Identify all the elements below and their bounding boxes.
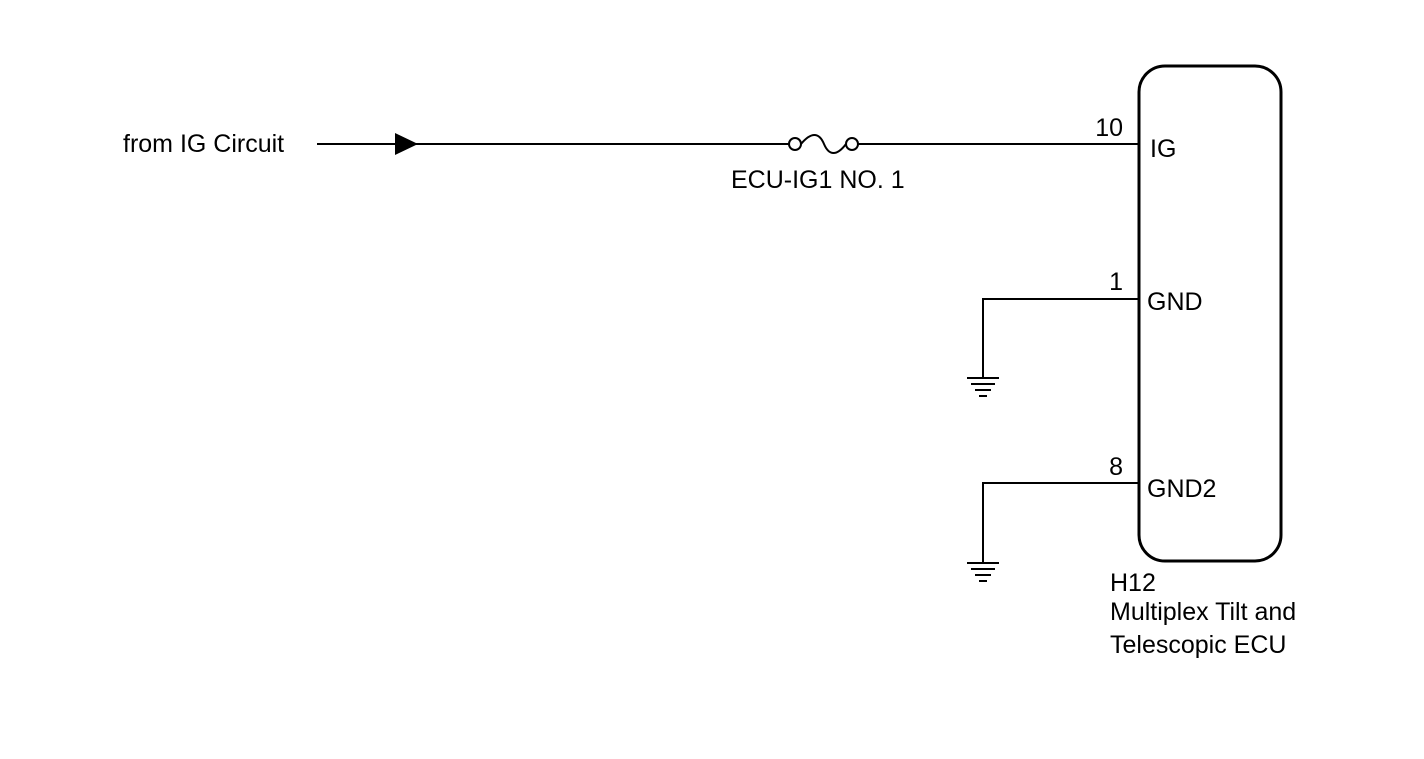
gnd2-wire: [982, 482, 1140, 563]
ground-icon: [967, 562, 999, 582]
fuse-label: ECU-IG1 NO. 1: [731, 166, 905, 194]
input-source-label: from IG Circuit: [123, 130, 284, 158]
pin-ig-number: 10: [1095, 114, 1123, 142]
gnd-wire: [982, 298, 1140, 378]
fuse-icon: [788, 134, 859, 154]
ecu-name-line1: Multiplex Tilt and: [1110, 598, 1296, 626]
pin-gnd2-name: GND2: [1147, 475, 1216, 503]
pin-gnd-name: GND: [1147, 288, 1203, 316]
input-arrow-icon: [395, 133, 418, 155]
pin-gnd2-number: 8: [1109, 453, 1123, 481]
ecu-name-line2: Telescopic ECU: [1110, 631, 1286, 659]
pin-gnd-number: 1: [1109, 268, 1123, 296]
ecu-box: [1137, 64, 1283, 563]
pin-ig-name: IG: [1150, 135, 1176, 163]
ecu-connector-label: H12: [1110, 569, 1156, 597]
ground-icon: [967, 377, 999, 397]
